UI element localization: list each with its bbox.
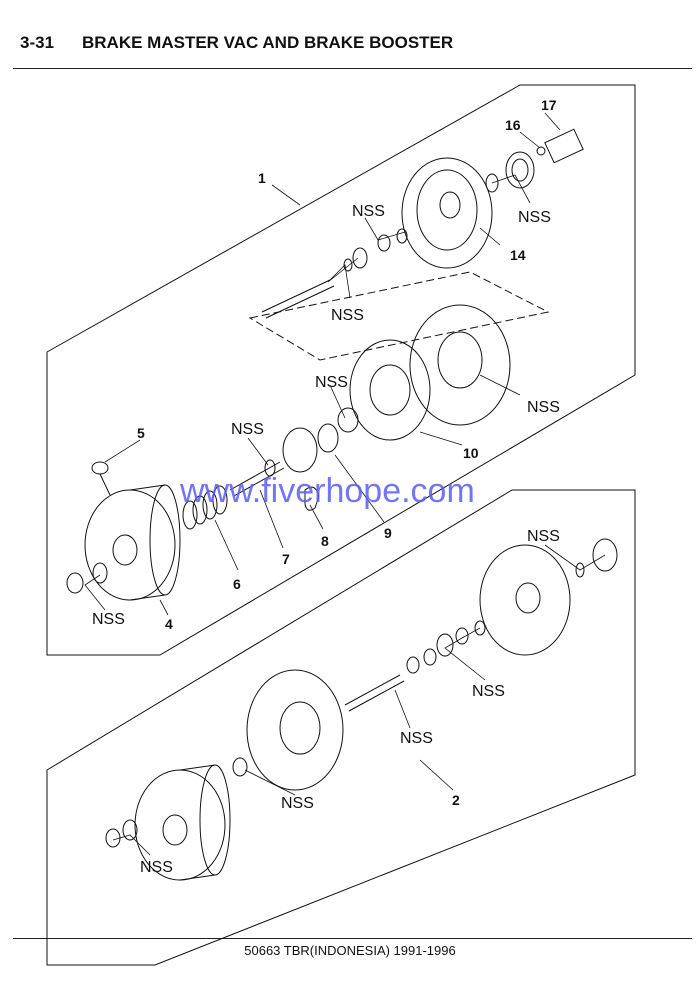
rear-shell-part-14 <box>401 157 493 269</box>
callout-17: 17 <box>541 97 557 113</box>
nss-label: NSS <box>472 683 505 700</box>
check-valve-part-5 <box>91 461 111 496</box>
lower-assembly-frame <box>46 489 636 966</box>
nss-label: NSS <box>527 399 560 416</box>
lower-valve-rod <box>344 674 405 712</box>
clevis-part-17 <box>544 128 584 164</box>
callout-10: 10 <box>463 445 479 461</box>
nss-label: NSS <box>140 859 173 876</box>
watermark: www.fiverhope.com <box>179 472 475 510</box>
spring-part-6 <box>182 485 228 530</box>
callout-5: 5 <box>137 425 145 441</box>
callout-9: 9 <box>384 525 392 541</box>
callout-7: 7 <box>282 551 290 567</box>
push-rod-part-7 <box>229 459 285 497</box>
valve-body-part-9 <box>282 423 339 473</box>
lower-front-shell <box>134 764 231 881</box>
callout-14: 14 <box>510 247 526 263</box>
lower-seal-rings <box>105 819 138 848</box>
lower-rear-shell <box>479 544 571 656</box>
page-title: BRAKE MASTER VAC AND BRAKE BOOSTER <box>82 33 454 52</box>
callout-6: 6 <box>233 576 241 592</box>
nss-label: NSS <box>231 421 264 438</box>
washers <box>343 173 499 272</box>
callout-16: 16 <box>505 117 521 133</box>
callout-8: 8 <box>321 533 329 549</box>
diaphragm-part-10 <box>337 304 511 441</box>
nss-label: NSS <box>331 307 364 324</box>
front-shell-part-4 <box>84 484 181 601</box>
nut-part-16 <box>536 146 546 156</box>
boot-part <box>505 151 535 189</box>
lower-boot <box>575 538 618 578</box>
section-number: 3-31 <box>20 33 55 52</box>
nss-label: NSS <box>352 203 385 220</box>
nss-label: NSS <box>518 209 551 226</box>
nss-label: NSS <box>92 611 125 628</box>
upper-assembly-frame <box>46 84 636 656</box>
seal-rings <box>66 562 108 594</box>
leader-lines <box>84 112 606 856</box>
nss-label: NSS <box>400 730 433 747</box>
footer-rule <box>13 938 692 939</box>
callout-1: 1 <box>258 170 266 186</box>
subassembly-dashed-frame <box>248 271 550 361</box>
callout-2: 2 <box>452 792 460 808</box>
footer-text: 50663 TBR(INDONESIA) 1991-1996 <box>244 943 456 958</box>
valve-rod <box>261 279 335 319</box>
lower-diaphragm <box>232 669 344 791</box>
nss-label: NSS <box>527 528 560 545</box>
nss-label: NSS <box>315 374 348 391</box>
nss-label: NSS <box>281 795 314 812</box>
lower-washers <box>406 620 486 674</box>
clip-part-8 <box>304 486 320 511</box>
callout-4: 4 <box>165 616 173 632</box>
header-rule <box>13 68 692 69</box>
page-header: 3-31 BRAKE MASTER VAC AND BRAKE BOOSTER <box>20 33 453 53</box>
